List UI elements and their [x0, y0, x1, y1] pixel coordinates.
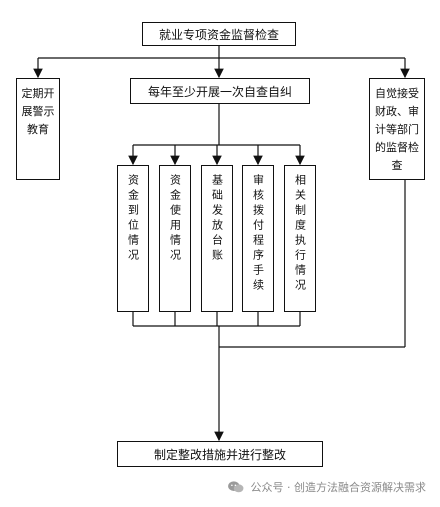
- sub-box-1: 资金到位情况: [117, 165, 149, 312]
- left-box: 定期开展警示教育: [16, 78, 60, 180]
- top-box: 就业专项资金监督检查: [142, 22, 296, 46]
- middle-box: 每年至少开展一次自查自纠: [130, 78, 310, 104]
- watermark-text: 公众号 · 创造方法融合资源解决需求: [250, 481, 427, 494]
- bottom-box: 制定整改措施并进行整改: [117, 441, 323, 467]
- bottom-box-label: 制定整改措施并进行整改: [153, 447, 286, 462]
- sub-box-2-label: 资金使用情况: [168, 174, 182, 264]
- watermark: 公众号 · 创造方法融合资源解决需求: [227, 479, 427, 495]
- sub-box-3: 基础发放台账: [201, 165, 233, 312]
- left-box-label: 定期开展警示教育: [21, 87, 55, 136]
- middle-box-label: 每年至少开展一次自查自纠: [147, 84, 292, 99]
- right-box: 自觉接受财政、审计等部门的监督检查: [369, 78, 425, 180]
- sub-box-2: 资金使用情况: [159, 165, 191, 312]
- top-box-label: 就业专项资金监督检查: [158, 27, 279, 42]
- right-box-label: 自觉接受财政、审计等部门的监督检查: [375, 87, 419, 172]
- sub-box-4-label: 审核拨付程序手续: [251, 174, 265, 294]
- sub-box-5-label: 相关制度执行情况: [293, 174, 307, 294]
- wechat-icon: [227, 481, 243, 493]
- sub-box-3-label: 基础发放台账: [210, 174, 224, 264]
- sub-box-4: 审核拨付程序手续: [242, 165, 274, 312]
- sub-box-1-label: 资金到位情况: [126, 174, 140, 264]
- sub-box-5: 相关制度执行情况: [284, 165, 316, 312]
